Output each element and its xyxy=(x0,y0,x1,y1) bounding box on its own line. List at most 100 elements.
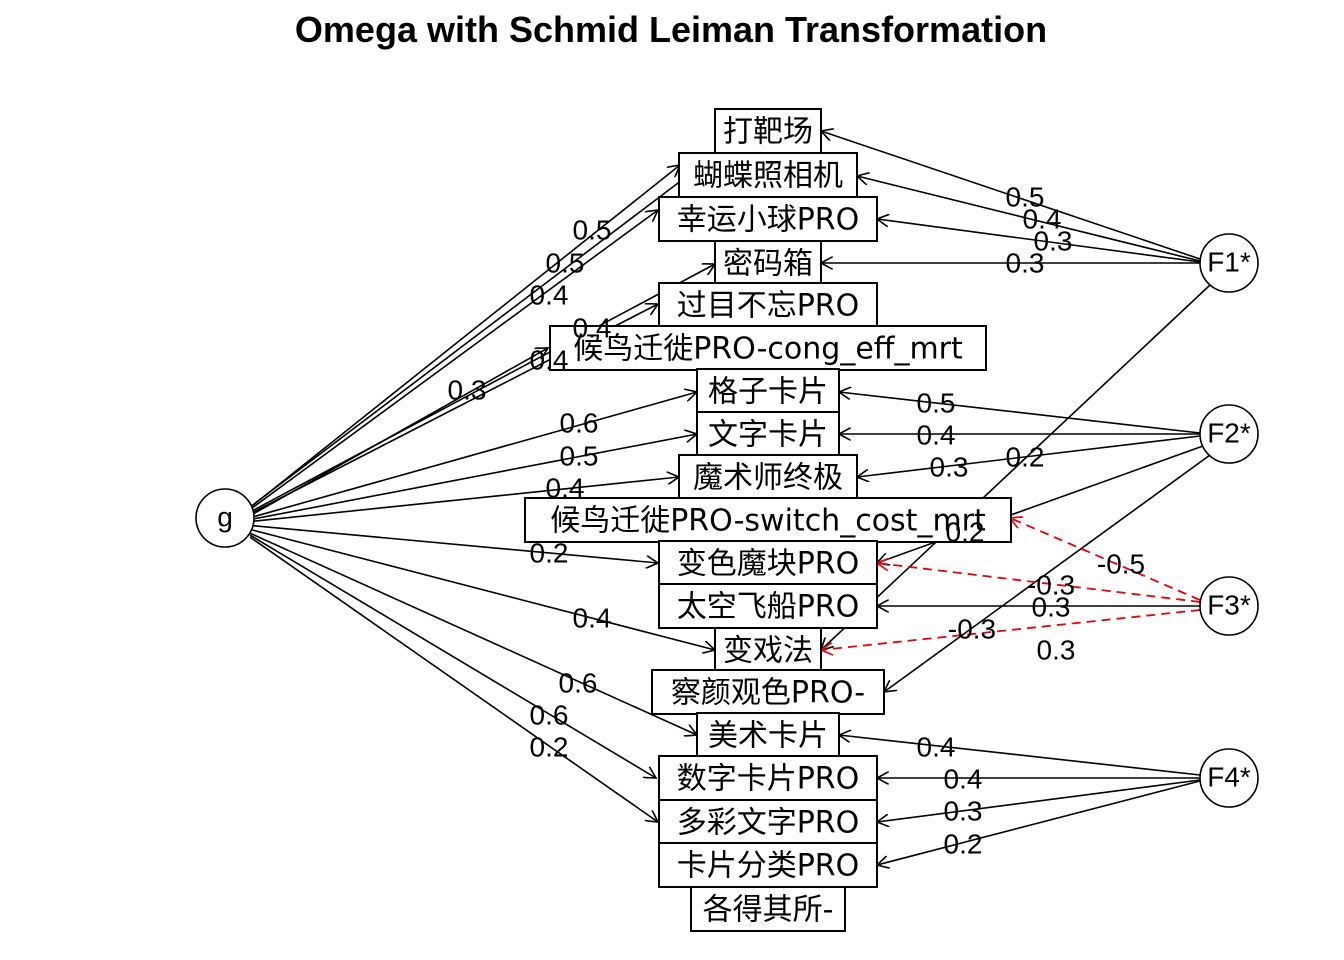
variable-box xyxy=(678,152,858,198)
g-loading-label-v11: 0.2 xyxy=(530,537,569,568)
g-loading-label-v4: 0.4 xyxy=(573,312,612,343)
variable-node-v19: 各得其所- xyxy=(690,886,846,932)
edge-f2-v11 xyxy=(877,445,1204,563)
loading-label-f2-v11: 0.2 xyxy=(946,516,985,547)
variable-box xyxy=(549,325,987,371)
loading-label-f4-v16: 0.4 xyxy=(944,763,983,794)
variable-box xyxy=(658,799,878,845)
edge-f4-v17 xyxy=(877,779,1201,822)
variable-node-v11: 变色魔块PRO xyxy=(658,540,878,586)
g-loading-label-v5: 0.4 xyxy=(530,344,569,375)
edge-f4-v15 xyxy=(839,735,1201,776)
variable-label: 文字卡片 xyxy=(708,418,828,453)
variable-node-v10: 候鸟迁徙PRO-switch_cost_mrt xyxy=(524,497,1012,543)
variable-node-v12: 太空飞船PRO xyxy=(658,583,878,629)
loading-label-f4-v17: 0.3 xyxy=(944,795,983,826)
variable-box xyxy=(696,712,840,758)
factor-circle xyxy=(1199,576,1259,636)
variable-label: 蝴蝶照相机 xyxy=(693,159,843,194)
edge-f3-v13 xyxy=(821,609,1201,650)
g-loading-label-v13: 0.4 xyxy=(573,602,612,633)
variable-node-v6: 候鸟迁徙PRO-cong_eff_mrt xyxy=(549,325,987,371)
g-edge-v1 xyxy=(249,155,715,508)
g-edge-v17 xyxy=(249,536,658,822)
variable-label: 密码箱 xyxy=(723,247,813,282)
loading-label-f2-v8: 0.4 xyxy=(917,419,956,450)
variable-label: 多彩文字PRO xyxy=(677,806,860,841)
factor-label: g xyxy=(217,501,233,532)
edge-f3-v11 xyxy=(877,563,1201,603)
variable-box xyxy=(658,196,878,242)
loading-label-f1-v3: 0.3 xyxy=(1034,225,1073,256)
loading-label-f1-v4: 0.3 xyxy=(1006,247,1045,278)
g-loading-label-v7: 0.6 xyxy=(560,407,599,438)
variable-label: 候鸟迁徙PRO-cong_eff_mrt xyxy=(573,332,963,367)
variable-box xyxy=(714,240,822,286)
factor-circle xyxy=(1199,404,1259,464)
variable-node-v8: 文字卡片 xyxy=(696,411,840,457)
factor-label: F3* xyxy=(1207,589,1251,620)
g-edge-v2 xyxy=(249,165,680,509)
loading-label-f4-v18: 0.2 xyxy=(944,828,983,859)
factor-label: F4* xyxy=(1207,761,1251,792)
variable-label: 太空飞船PRO xyxy=(677,590,860,625)
variable-label: 过目不忘PRO xyxy=(677,289,860,324)
variable-box xyxy=(690,886,846,932)
g-edge-v13 xyxy=(249,528,715,650)
variable-node-v15: 美术卡片 xyxy=(696,712,840,758)
factor-circle xyxy=(1199,233,1259,293)
variable-label: 变戏法 xyxy=(723,634,813,669)
variable-node-v3: 幸运小球PRO xyxy=(658,196,878,242)
variable-box xyxy=(714,108,822,154)
factor-node-f1: F1* xyxy=(1199,233,1259,293)
g-edge-v4 xyxy=(249,264,715,513)
variable-label: 格子卡片 xyxy=(708,375,828,410)
g-loading-label-v15: 0.6 xyxy=(559,667,598,698)
edge-f4-v18 xyxy=(877,780,1201,865)
edge-f2-v14 xyxy=(884,454,1211,692)
g-edge-v3 xyxy=(249,210,658,511)
loading-label-f1-v2: 0.4 xyxy=(1023,203,1062,234)
loading-labels: 0.50.50.40.40.40.30.60.50.40.20.40.60.60… xyxy=(448,181,1146,859)
variable-node-v14: 察颜观色PRO- xyxy=(651,669,885,715)
g-loading-label-v2: 0.5 xyxy=(546,247,585,278)
variable-label: 变色魔块PRO xyxy=(677,547,860,582)
loading-label-f2-v7: 0.5 xyxy=(917,387,956,418)
variable-label: 卡片分类PRO xyxy=(677,849,860,884)
variable-label: 各得其所- xyxy=(703,893,834,928)
edge-f1-v2 xyxy=(857,176,1201,262)
g-edge-v8 xyxy=(249,434,697,521)
g-loading-label-v8: 0.5 xyxy=(560,440,599,471)
loading-label-f2-v9: 0.3 xyxy=(930,451,969,482)
g-edge-v11 xyxy=(249,524,658,563)
variable-box xyxy=(658,755,878,801)
g-loading-label-v17: 0.2 xyxy=(530,731,569,762)
edge-f1-v3 xyxy=(877,219,1201,263)
g-loading-label-v16: 0.6 xyxy=(530,699,569,730)
group-loading-edges xyxy=(821,131,1211,865)
loading-label-f1-v13: 0.2 xyxy=(1006,441,1045,472)
variable-node-v7: 格子卡片 xyxy=(696,368,840,414)
variable-label: 候鸟迁徙PRO-switch_cost_mrt xyxy=(550,504,986,539)
edge-f2-v7 xyxy=(839,392,1201,434)
edge-f1-v1 xyxy=(821,131,1201,260)
variable-label: 察颜观色PRO- xyxy=(671,676,865,711)
variable-box xyxy=(714,627,822,673)
loading-label-f4-v15: 0.4 xyxy=(917,731,956,762)
variable-label: 打靶场 xyxy=(723,115,813,150)
variable-label: 数字卡片PRO xyxy=(677,762,860,797)
variable-node-v18: 卡片分类PRO xyxy=(658,842,878,888)
loading-label-f1-v1: 0.5 xyxy=(1006,181,1045,212)
variable-box xyxy=(658,540,878,586)
variable-box xyxy=(658,583,878,629)
g-loading-label-v1: 0.5 xyxy=(573,214,612,245)
g-loading-label-v6: 0.3 xyxy=(448,374,487,405)
edge-f3-v10 xyxy=(1010,518,1201,601)
loading-label-f2-v14: 0.3 xyxy=(1037,634,1076,665)
variable-node-v16: 数字卡片PRO xyxy=(658,755,878,801)
g-loading-label-v9: 0.4 xyxy=(546,472,585,503)
loading-label-f3-v10: -0.5 xyxy=(1097,548,1145,579)
factor-node-f2: F2* xyxy=(1199,404,1259,464)
factor-circle xyxy=(1199,748,1259,808)
